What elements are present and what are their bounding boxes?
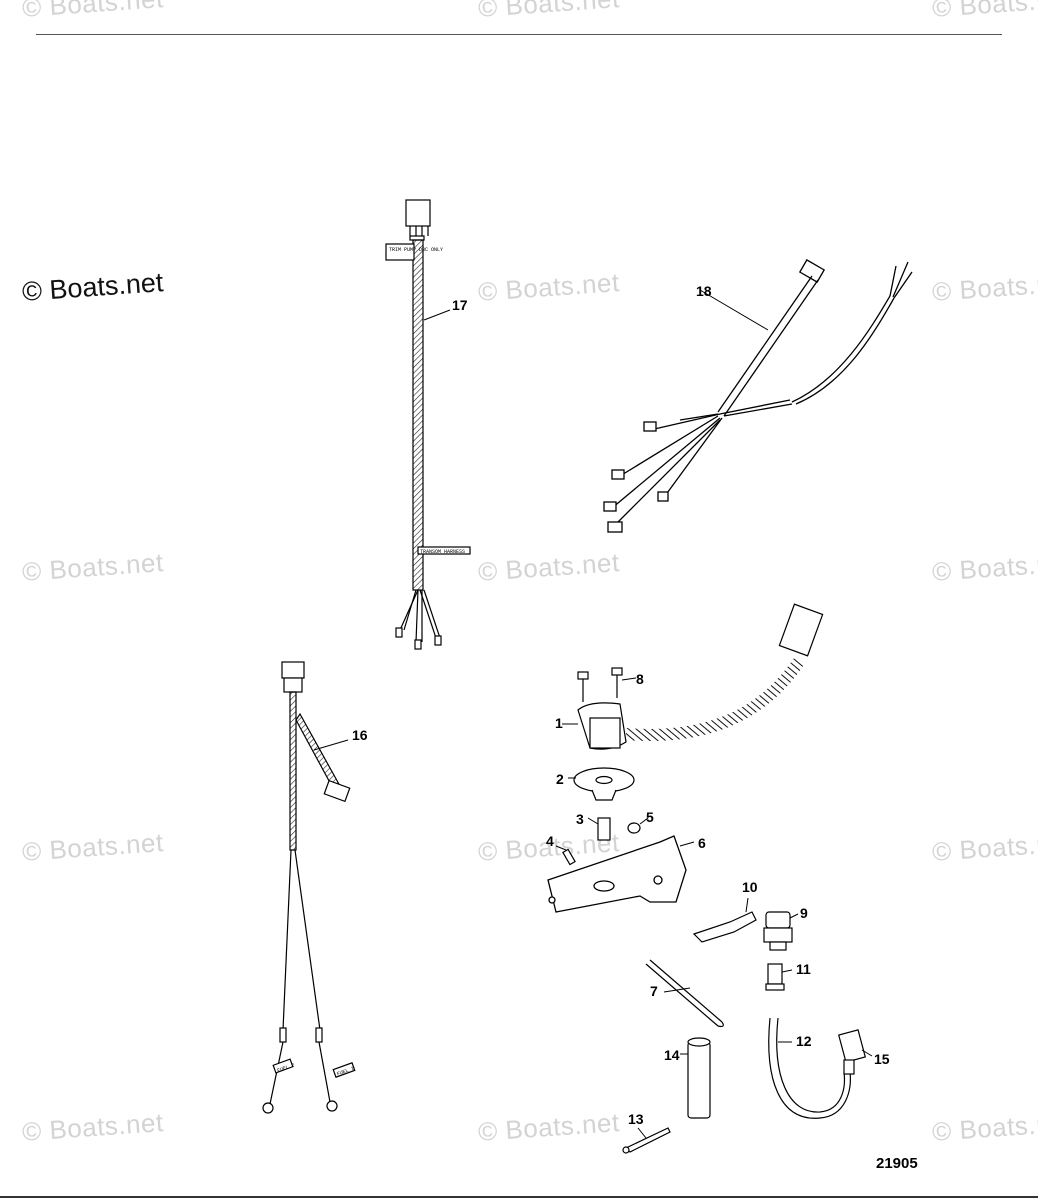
sensor-1: [562, 603, 824, 750]
callout-8: 8: [636, 671, 644, 687]
callout-15: 15: [874, 1051, 890, 1067]
tag-text-fuel-1: FUEL 1: [336, 1066, 355, 1078]
header-rule: [36, 34, 1002, 35]
connector-18: [798, 259, 826, 283]
fitting-11: [765, 963, 793, 991]
tag-text-trim-pump: TRIM PUMP DBC ONLY: [389, 247, 443, 253]
cotter-13: [622, 1127, 671, 1154]
callout-16: 16: [352, 727, 368, 743]
tag-text-fuel-2: FUEL 2: [276, 1062, 295, 1074]
callout-2: 2: [556, 771, 564, 787]
bracket-6: [547, 835, 695, 913]
callout-18: 18: [696, 283, 712, 299]
tag-trim-pump: [385, 243, 415, 261]
washer-5: [627, 817, 649, 834]
tag-text-transom: TRANSOM HARNESS: [420, 549, 465, 555]
callout-9: 9: [800, 905, 808, 921]
harness-17: [385, 199, 471, 650]
callout-17: 17: [452, 297, 468, 313]
figure-number: 21905: [876, 1155, 918, 1172]
callout-3: 3: [576, 811, 584, 827]
harness-16: [262, 661, 356, 1114]
braided-sleeve-17: [412, 239, 424, 591]
callout-13: 13: [628, 1111, 644, 1127]
callout-10: 10: [742, 879, 758, 895]
callout-12: 12: [796, 1033, 812, 1049]
callout-5: 5: [646, 809, 654, 825]
callout-6: 6: [698, 835, 706, 851]
gasket-2: [568, 767, 635, 801]
pin-4: [555, 845, 576, 866]
connector-17-top: [405, 199, 431, 227]
callout-7: 7: [650, 983, 658, 999]
harness-18: [603, 259, 913, 533]
footer-rule: [0, 1196, 1038, 1198]
valve-15: [837, 1029, 873, 1075]
tag-transom: [417, 546, 471, 555]
hose-12: [768, 1017, 851, 1119]
callout-14: 14: [664, 1047, 680, 1063]
pin-3: [587, 817, 611, 841]
clamp-10: [692, 897, 757, 943]
tube-7: [645, 959, 724, 1028]
connector-16-side: [323, 779, 351, 803]
bolts-8: [577, 667, 637, 702]
callout-1: 1: [555, 715, 563, 731]
sender-9: [763, 911, 799, 951]
connector-16-top: [281, 661, 305, 679]
callout-4: 4: [546, 833, 554, 849]
callout-11: 11: [796, 961, 811, 977]
connector-1: [778, 603, 824, 657]
sleeve-14: [680, 1037, 711, 1119]
